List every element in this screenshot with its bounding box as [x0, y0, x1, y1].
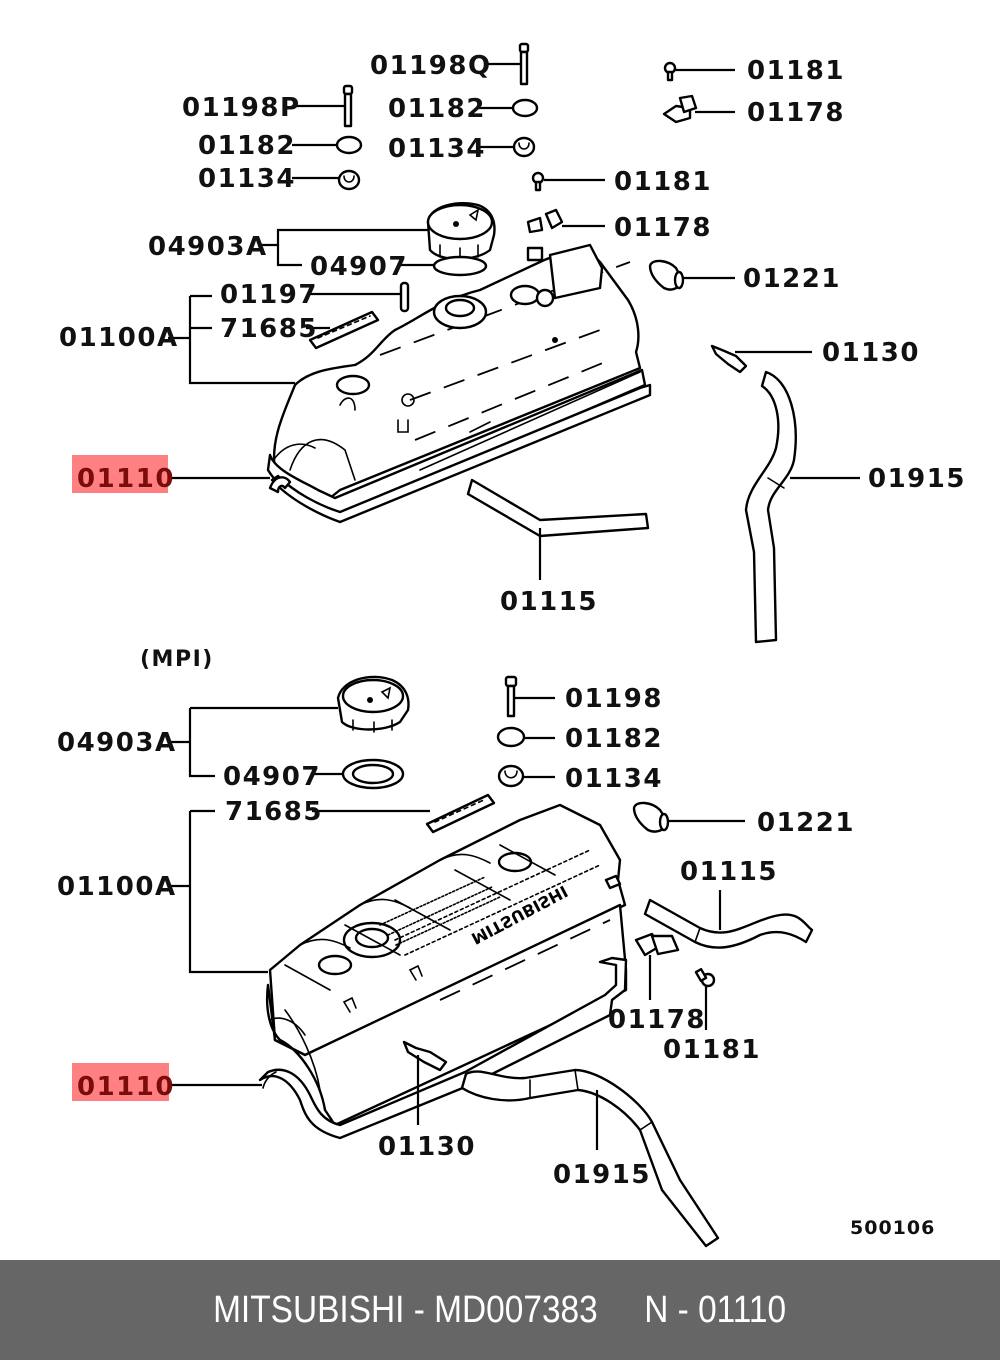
valve-cover-upper [266, 243, 647, 520]
pcv-valve-lower [402, 1040, 448, 1072]
screw-01181-lower [694, 967, 716, 988]
bolt-01198P [342, 84, 354, 128]
label-01134-lower[interactable]: 01134 [565, 764, 663, 794]
upper-assembly: 01198Q 01198P 01182 01134 01182 01134 01… [59, 42, 966, 644]
screw-01181-top [663, 61, 677, 82]
label-01181-lower[interactable]: 01181 [663, 1035, 761, 1065]
label-01110-upper[interactable]: 01110 [77, 464, 175, 494]
label-04907-lower[interactable]: 04907 [223, 762, 321, 792]
gasket-lower [258, 956, 628, 1140]
clamp-01178-lower [634, 932, 680, 957]
leader-lines-upper [168, 62, 860, 580]
washer-01182-lower [496, 726, 526, 748]
bolt-01198-lower [504, 675, 518, 718]
label-01178-mid[interactable]: 01178 [614, 213, 712, 243]
gasket-upper-hook [268, 476, 292, 494]
washer-01182-left [335, 135, 363, 155]
label-01182-lower[interactable]: 01182 [565, 724, 663, 754]
label-01178-lower[interactable]: 01178 [608, 1005, 706, 1035]
label-01181-top[interactable]: 01181 [747, 56, 845, 86]
cap-01221-lower [632, 801, 670, 833]
label-01134-left[interactable]: 01134 [198, 164, 296, 194]
label-01182-mid[interactable]: 01182 [388, 94, 486, 124]
hose-01915-upper [744, 370, 797, 644]
label-04907-upper[interactable]: 04907 [310, 252, 408, 282]
label-01198P[interactable]: 01198P [182, 93, 301, 123]
label-01182-left[interactable]: 01182 [198, 131, 296, 161]
label-01130-lower[interactable]: 01130 [378, 1132, 476, 1162]
label-01915-lower[interactable]: 01915 [553, 1160, 651, 1190]
cap-01221-upper [648, 259, 685, 291]
label-01115-upper[interactable]: 01115 [500, 587, 598, 617]
grommet-01134-mid [512, 136, 536, 158]
gasket-upper [270, 383, 652, 524]
washer-01182-mid [511, 98, 539, 118]
nameplate-71685-lower [425, 793, 496, 834]
bolt-01198Q [518, 42, 530, 86]
grommet-01134-left [337, 169, 361, 191]
hose-01115-lower [643, 898, 814, 949]
label-01178-top[interactable]: 01178 [747, 98, 845, 128]
label-01100A-lower[interactable]: 01100A [57, 872, 177, 902]
label-01110-lower[interactable]: 01110 [77, 1072, 175, 1102]
label-01130-upper[interactable]: 01130 [822, 338, 920, 368]
leader-lines-lower [168, 696, 745, 1150]
figure-number: 500106 [850, 1217, 935, 1239]
label-01100A-upper[interactable]: 01100A [59, 323, 179, 353]
highlight-01110-lower [72, 1063, 169, 1101]
section-label-mpi: (MPI) [140, 647, 214, 672]
label-71685-upper[interactable]: 71685 [220, 314, 318, 344]
highlight-01110-upper [72, 455, 168, 493]
label-01198-lower[interactable]: 01198 [565, 684, 663, 714]
valve-cover-lower: MITSUBISHI [266, 803, 628, 1127]
screw-01181-mid [531, 171, 545, 192]
label-04903A-upper[interactable]: 04903A [148, 232, 268, 262]
parts-diagram: 01198Q 01198P 01182 01134 01182 01134 01… [57, 42, 966, 1248]
pcv-valve-upper [710, 344, 748, 374]
label-04903A-lower[interactable]: 04903A [57, 728, 177, 758]
label-01915-upper[interactable]: 01915 [868, 464, 966, 494]
nameplate-71685-upper [308, 310, 380, 350]
grommet-01134-lower [497, 764, 525, 788]
clamp-01178-mid [526, 208, 564, 234]
cap-gasket-lower [341, 758, 405, 790]
pin-01197 [399, 281, 410, 313]
footer-bar: MITSUBISHI - MD007383 N - 01110 [0, 1260, 1000, 1360]
clamp-01178-top [662, 94, 698, 124]
oil-filler-cap-upper [426, 201, 496, 263]
label-71685-lower[interactable]: 71685 [225, 797, 323, 827]
footer-part-info: MITSUBISHI - MD007383 N - 01110 [213, 1288, 787, 1331]
hose-01115-upper [466, 478, 650, 538]
label-01221-lower[interactable]: 01221 [757, 808, 855, 838]
oil-filler-cap-lower [336, 675, 410, 733]
label-01115-lower[interactable]: 01115 [680, 857, 778, 887]
label-01221-upper[interactable]: 01221 [743, 264, 841, 294]
label-01198Q[interactable]: 01198Q [370, 51, 492, 81]
cap-gasket-upper [432, 255, 488, 277]
label-01197[interactable]: 01197 [220, 280, 318, 310]
lower-assembly: MITSUBISHI [57, 675, 855, 1248]
label-01134-mid[interactable]: 01134 [388, 134, 486, 164]
label-01181-mid[interactable]: 01181 [614, 167, 712, 197]
hose-01915-lower [460, 1068, 720, 1248]
